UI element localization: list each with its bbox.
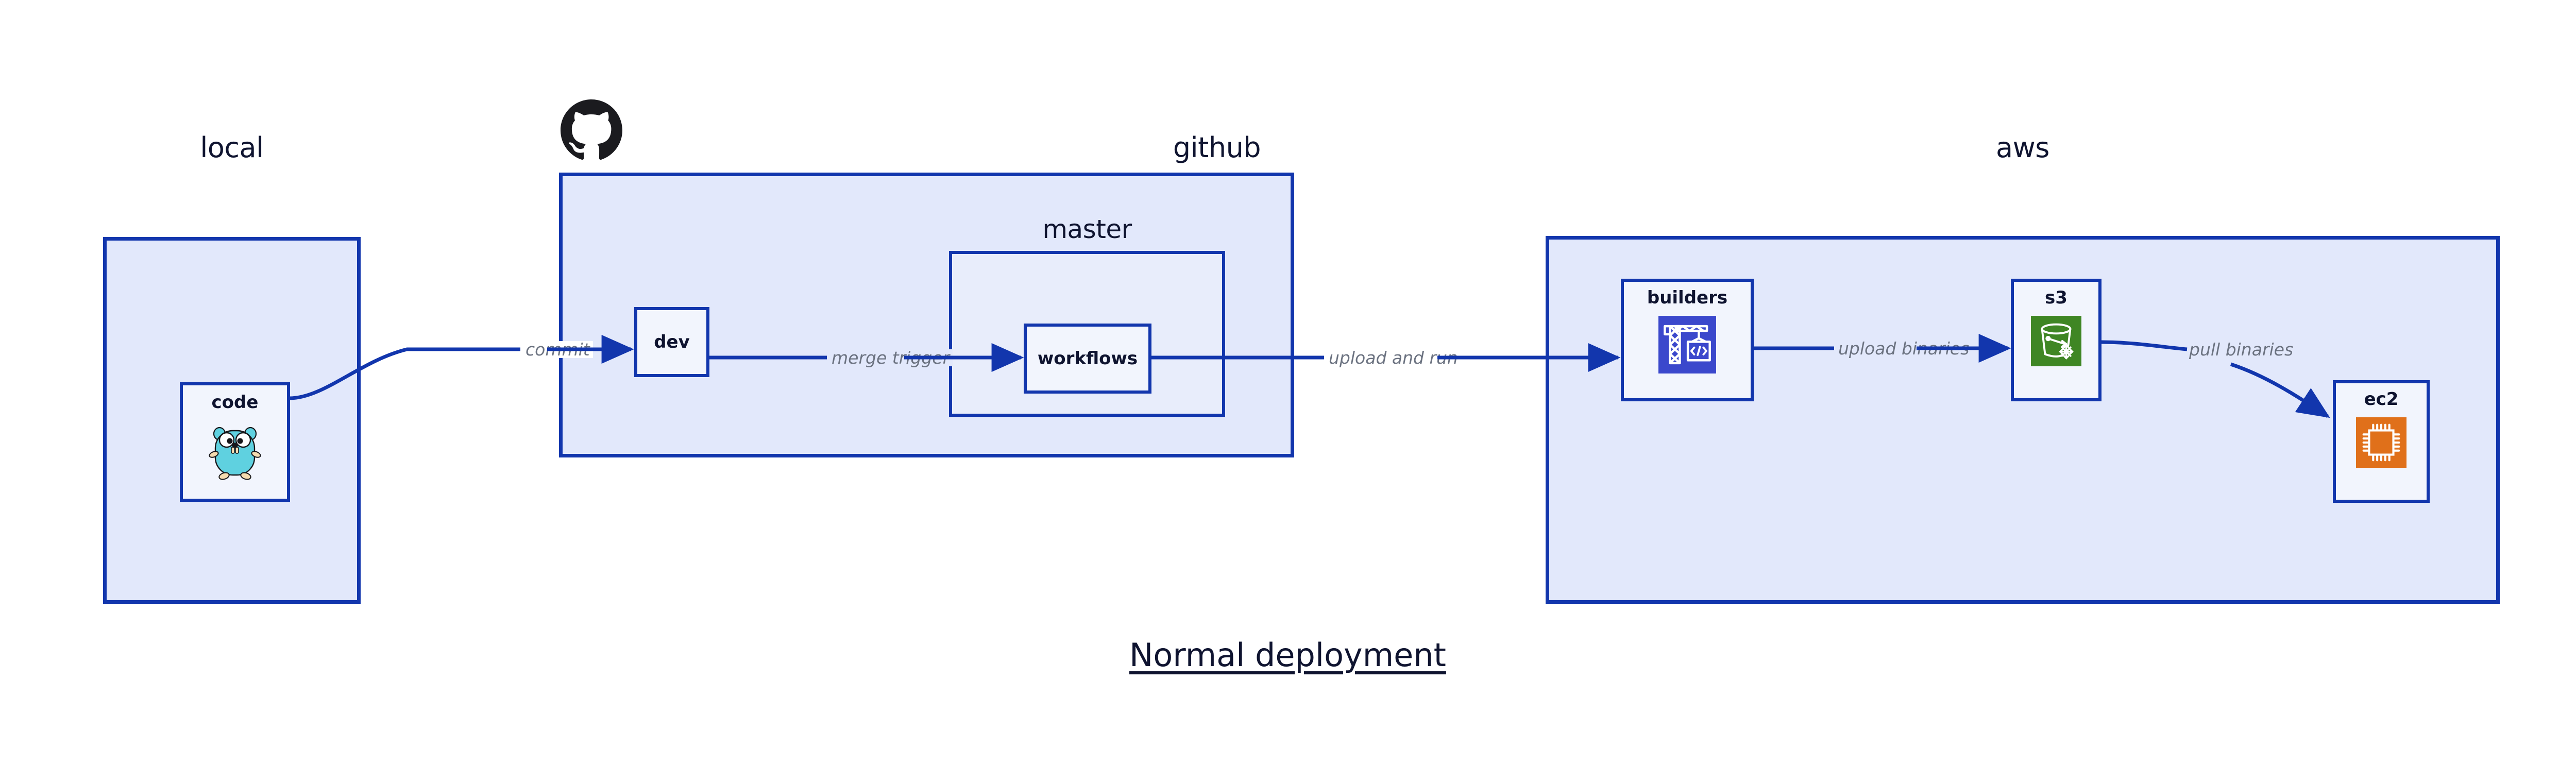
node-s3[interactable]: s3 bbox=[2011, 279, 2102, 401]
node-dev[interactable]: dev bbox=[634, 307, 709, 377]
node-label-workflows: workflows bbox=[1037, 348, 1138, 369]
edge-label-pull-binaries: pull binaries bbox=[2186, 341, 2297, 358]
group-title-aws: aws bbox=[1996, 131, 2049, 164]
node-ec2[interactable]: ec2 bbox=[2333, 380, 2430, 503]
node-label-builders: builders bbox=[1647, 287, 1728, 308]
node-code[interactable]: code bbox=[180, 382, 290, 502]
group-title-local: local bbox=[200, 131, 264, 164]
group-title-github: github bbox=[1173, 131, 1261, 164]
aws-codebuild-crane-icon bbox=[1658, 316, 1716, 373]
node-builders[interactable]: builders bbox=[1621, 279, 1754, 401]
aws-ec2-chip-icon bbox=[2356, 417, 2406, 468]
group-title-master: master bbox=[1042, 214, 1132, 244]
github-octocat-icon bbox=[561, 99, 622, 161]
go-gopher-icon bbox=[208, 422, 262, 482]
diagram-title: Normal deployment bbox=[1129, 636, 1446, 674]
node-label-code: code bbox=[211, 392, 259, 413]
node-label-ec2: ec2 bbox=[2364, 389, 2399, 410]
node-label-dev: dev bbox=[654, 332, 690, 352]
node-workflows[interactable]: workflows bbox=[1024, 324, 1151, 394]
node-label-s3: s3 bbox=[2045, 287, 2067, 308]
edge-label-merge-trigger: merge trigger bbox=[828, 349, 953, 366]
edge-label-upload-and-run: upload and run bbox=[1326, 349, 1461, 366]
edge-label-upload-binaries: upload binaries bbox=[1835, 340, 1973, 357]
aws-s3-glacier-bucket-icon bbox=[2031, 316, 2081, 366]
edge-label-commit: commit bbox=[522, 341, 593, 358]
